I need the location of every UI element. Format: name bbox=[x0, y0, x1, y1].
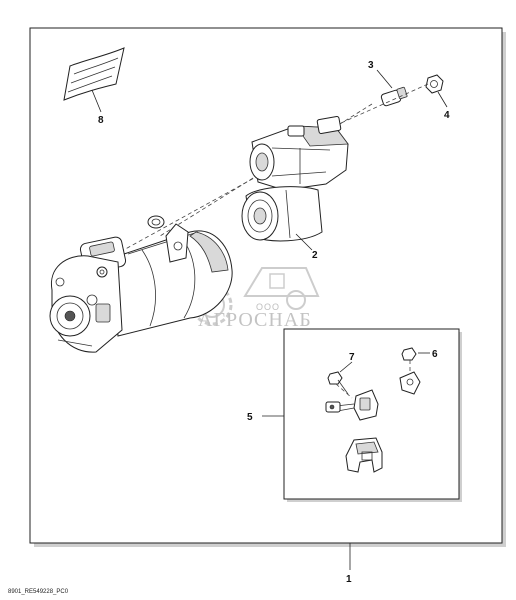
item-8-decal bbox=[63, 47, 125, 113]
item-5-kit-harness bbox=[262, 389, 379, 421]
callout-3: 3 bbox=[368, 60, 374, 71]
item-7-screw bbox=[327, 361, 353, 399]
callout-6: 6 bbox=[432, 349, 438, 360]
footer-code: 8901_RE549228_PC0 bbox=[8, 589, 69, 595]
callout-2: 2 bbox=[312, 250, 318, 261]
item-3-terminal-stud bbox=[376, 69, 408, 107]
watermark-prefix: ООО bbox=[256, 302, 280, 312]
callout-1: 1 bbox=[346, 574, 352, 585]
callout-4: 4 bbox=[444, 110, 450, 121]
watermark-company-name: АГРОСНАБ bbox=[198, 309, 312, 331]
item-1-starter-motor bbox=[49, 215, 351, 570]
assembly-line-upper bbox=[329, 83, 429, 129]
diagram-frame bbox=[29, 27, 506, 547]
callout-8: 8 bbox=[98, 115, 104, 126]
item-5-kit-bracket bbox=[345, 437, 383, 473]
item-2-solenoid-assembly bbox=[241, 116, 349, 251]
callout-5: 5 bbox=[247, 412, 253, 423]
item-4-nut bbox=[425, 74, 448, 108]
item-6-bolt-clip bbox=[399, 347, 430, 395]
callout-7: 7 bbox=[349, 352, 355, 363]
